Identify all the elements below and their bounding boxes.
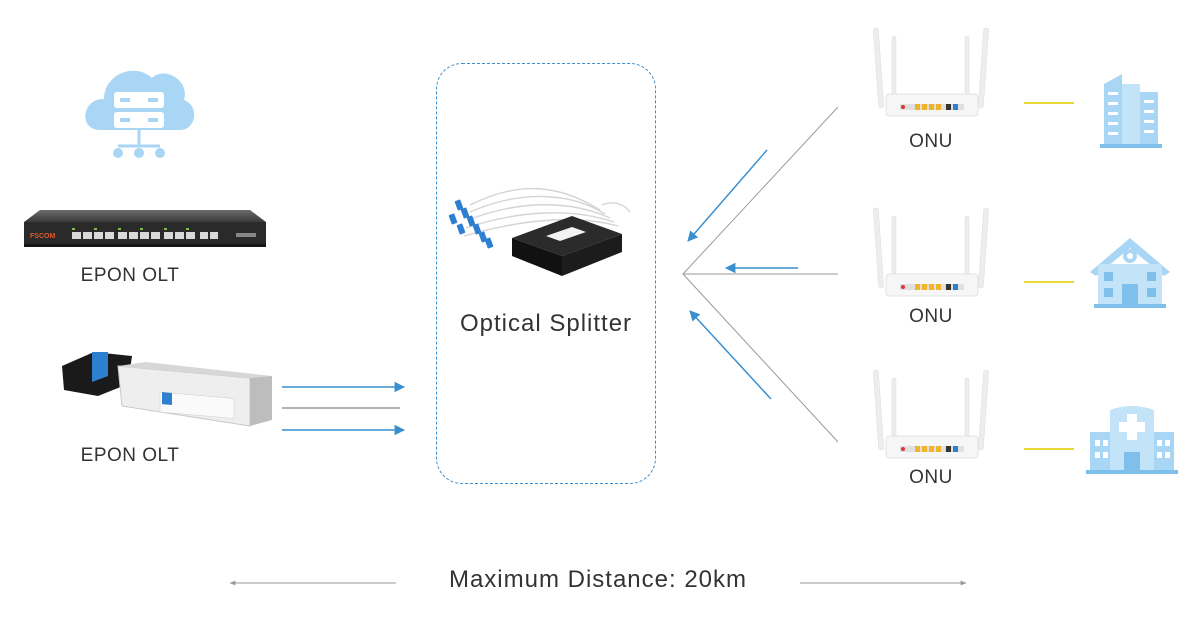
splitter-group-box bbox=[436, 63, 656, 484]
onu-router-icon bbox=[873, 27, 989, 117]
splitter-label: Optical Splitter bbox=[459, 310, 633, 337]
office-building-icon bbox=[1100, 74, 1162, 148]
sfp-module-icon bbox=[62, 352, 272, 427]
switch-brand-label: FSCOM bbox=[30, 233, 55, 240]
house-icon bbox=[1090, 238, 1170, 308]
onu-router-icon bbox=[873, 207, 989, 297]
onu-label-2: ONU bbox=[909, 306, 953, 327]
olt-to-splitter-links bbox=[282, 381, 406, 436]
olt-switch-icon bbox=[24, 210, 266, 247]
cloud-server-icon bbox=[85, 70, 195, 158]
onu-router-icon bbox=[873, 369, 989, 459]
hospital-icon bbox=[1086, 406, 1178, 474]
max-distance-label: Maximum Distance: 20km bbox=[448, 566, 748, 593]
olt-switch-label: EPON OLT bbox=[80, 265, 180, 286]
splitter-device-icon bbox=[448, 187, 631, 276]
olt-sfp-label: EPON OLT bbox=[80, 445, 180, 466]
onu-label-1: ONU bbox=[909, 131, 953, 152]
onu-label-3: ONU bbox=[909, 467, 953, 488]
splitter-to-onu-links bbox=[682, 106, 839, 443]
onu-to-building-links bbox=[1024, 102, 1074, 450]
